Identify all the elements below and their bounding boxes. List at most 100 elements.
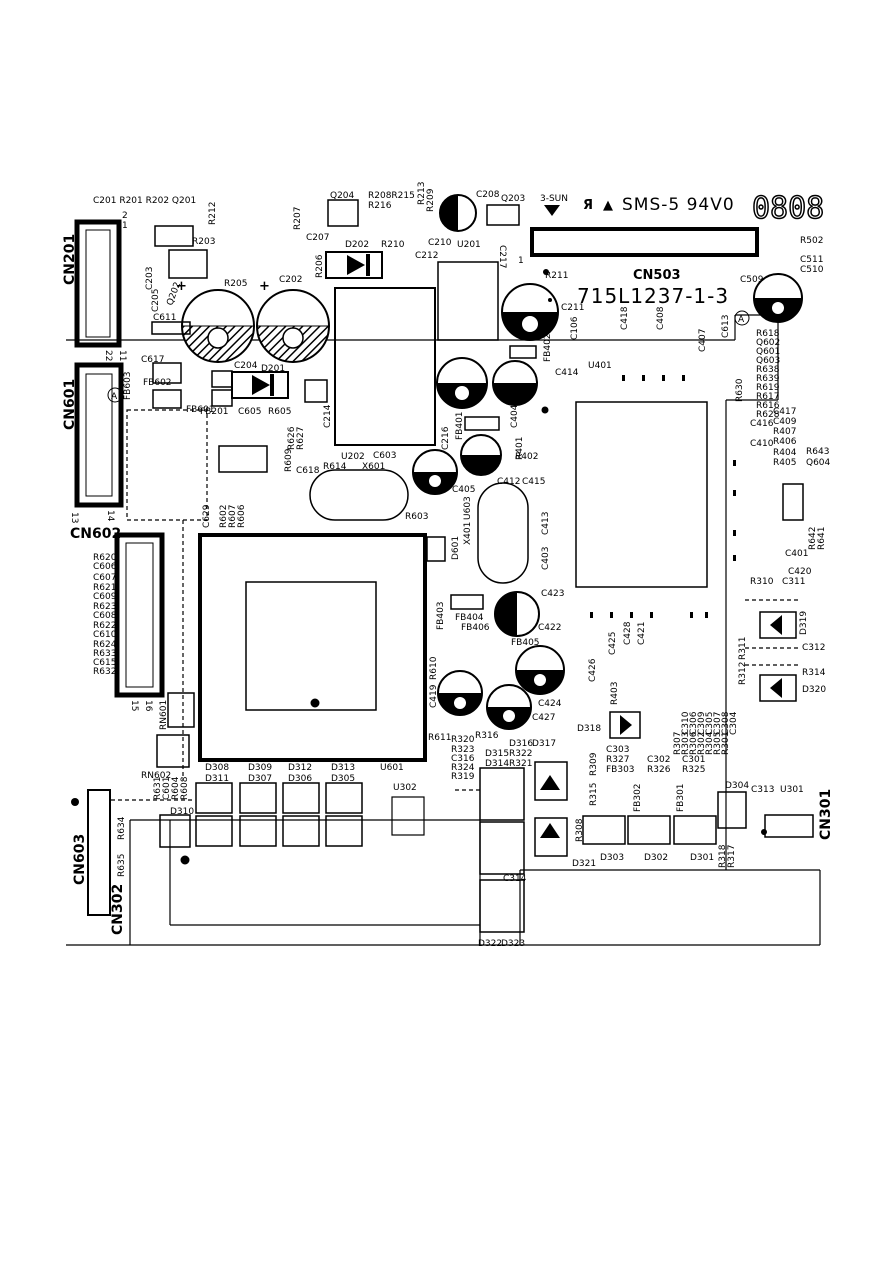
component-label: RN602 [141,771,171,781]
component-label: C613 [721,315,731,338]
component-label: R211 [545,271,568,281]
component-label: R605 [268,407,291,417]
component-label: C428 [623,621,633,645]
component-label: RN601 [159,700,169,730]
pin-label: 15 [129,700,139,711]
component-label: C415 [522,477,545,487]
component-label: C409 [773,417,797,427]
ic-label: U301 [780,785,804,795]
component-label: C609 [93,592,117,602]
component-label: R604 [171,776,181,800]
component-label: R632 [93,667,116,677]
circle-mark: A [111,392,118,402]
component-label: R621 [93,583,116,593]
component-label: C418 [620,306,630,330]
ic-label: X601 [362,462,385,472]
component-label: Q601 [756,347,780,357]
component-label: D323 [501,939,525,949]
component-label: C304 [729,711,739,735]
component-label: R212 [208,202,218,225]
component-label: C306 [689,711,699,735]
component-label: D202 [345,240,369,250]
cn602-connector: CN602 15 16 [70,526,165,712]
component-label: R635 [117,854,127,877]
component-label: R626 [287,426,297,450]
circle-marks: A A [107,310,750,403]
component-label: C629 [202,504,212,528]
component-label: C303 [606,745,629,755]
component-label: C302 [647,755,670,765]
component-label: R314 [802,668,826,678]
component-label: R608 [180,776,190,800]
cn503-label: CN503 [633,268,681,283]
component-label: R639 [756,374,780,384]
component-label: R324 [451,763,475,773]
component-label: C601 [162,777,172,800]
component-label: C408 [656,306,666,330]
component-label: R206 [315,254,325,278]
component-label: R213 [417,182,427,205]
component-label: D315 [485,749,509,759]
component-label: C202 [279,275,302,285]
component-label: C305 [705,712,715,735]
component-label: C401 [785,549,808,559]
component-label: C611 [153,313,176,323]
ic-label: U401 [588,361,612,371]
component-label: FB401 [455,411,465,440]
cn302-label: CN302 [110,884,126,935]
component-label: FB303 [606,765,635,775]
component-label: D318 [577,724,601,734]
component-label: FB404 [455,613,484,623]
component-label: C610 [93,630,117,640]
component-label: FB201 [200,407,229,417]
component-label: R603 [405,512,428,522]
component-label: Q204 [330,191,355,201]
component-label: R633 [93,649,116,659]
component-label: C210 [428,238,452,248]
component-label: R403 [610,682,620,705]
component-label: R616 [756,401,780,411]
component-label: C312 [802,643,825,653]
component-label: R402 [515,452,538,462]
component-label: R401 [515,437,525,460]
component-label: R203 [192,237,215,247]
component-label: R318 [718,844,728,868]
component-label: C208 [476,190,500,200]
component-label: R407 [773,427,796,437]
component-label: R404 [773,448,797,458]
component-label: R302 [697,732,707,755]
component-label: D316 [509,739,533,749]
component-label: D308 [205,763,229,773]
component-label: D201 [261,364,285,374]
component-label: C212 [415,251,438,261]
component-label: C407 [698,329,708,352]
component-label: R306 [689,731,699,755]
component-label: C419 [429,684,439,708]
component-label: FB301 [676,783,686,812]
component-label: C608 [93,611,117,621]
component-label: R610 [429,656,439,680]
ic-label: U601 [380,763,404,773]
brand-logo-icon [544,205,560,216]
component-label: Q604 [806,458,831,468]
cn301-connector: CN301 [761,789,834,840]
component-label: R309 [589,752,599,776]
component-label: R617 [756,392,779,402]
pin-label: 1 [518,256,524,266]
component-label: R638 [756,365,780,375]
component-label: R322 [509,749,532,759]
component-label: D303 [600,853,624,863]
component-label: R611 [428,733,451,743]
ic-label: U302 [393,783,417,793]
component-label: C201 R201 R202 Q201 [93,196,196,206]
component-label: R406 [773,437,797,447]
component-label: C203 [145,267,155,290]
component-label: R628 [756,410,780,420]
svg-text:+: + [176,279,187,294]
component-label: R321 [509,759,532,769]
part-number: 715L1237-1-3 [577,284,729,308]
component-label: C217 [497,245,507,268]
component-label: R315 [589,783,599,806]
component-label: R618 [756,329,780,339]
